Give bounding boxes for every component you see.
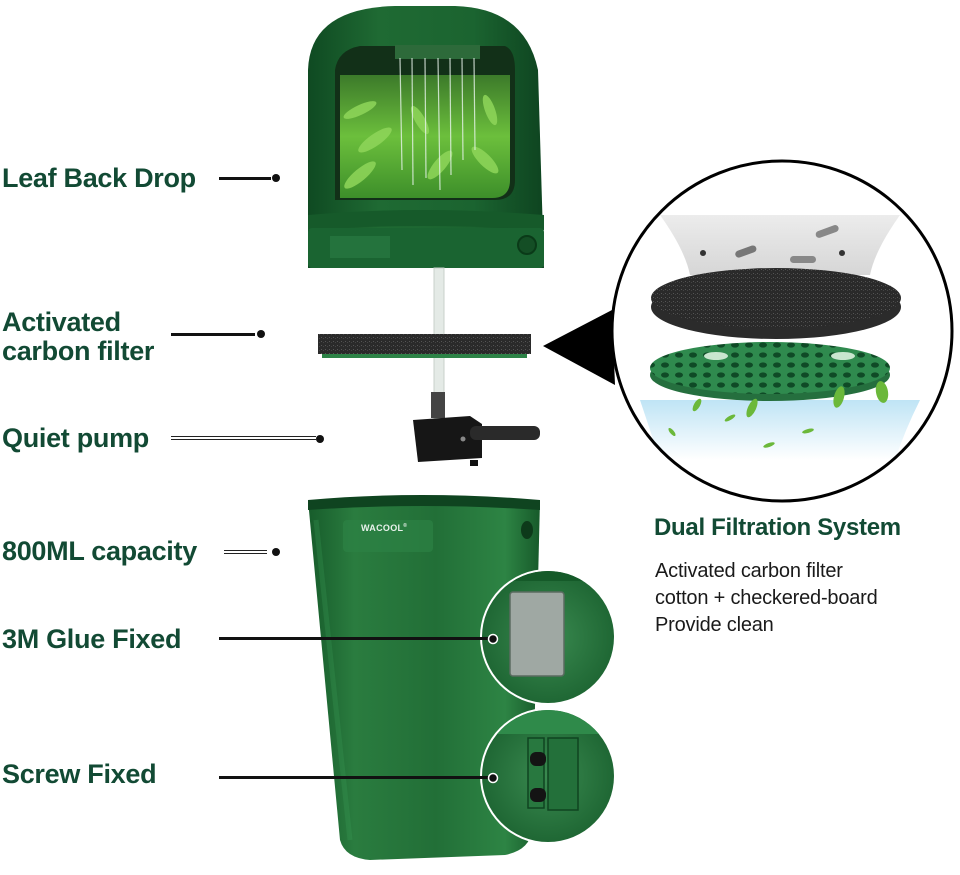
filter-magnifier: [610, 159, 954, 503]
screw-detail-magnifier: [480, 708, 616, 844]
glue-detail-magnifier: [480, 569, 616, 705]
leader-line-capacity: [224, 550, 267, 554]
label-line-2: carbon filter: [2, 336, 155, 366]
leaf-backdrop-unit: [308, 6, 544, 268]
callout-pointer: [543, 310, 615, 385]
carbon-filter-disc: [318, 334, 531, 358]
label-line-1: Activated: [2, 307, 121, 337]
label-3m-glue-fixed: 3M Glue Fixed: [2, 624, 182, 654]
label-activated-carbon-filter: Activated carbon filter: [2, 308, 154, 366]
pump-body: [413, 392, 540, 466]
leader-line-screw: [219, 776, 490, 779]
brand-name: WACOOL: [361, 523, 404, 533]
label-leaf-back-drop: Leaf Back Drop: [2, 163, 196, 193]
leader-dot-leaf-back-drop: [272, 174, 280, 182]
callout-line-3: Provide clean: [655, 614, 774, 636]
label-800ml-capacity: 800ML capacity: [2, 536, 197, 566]
callout-title: Dual Filtration System: [654, 514, 901, 541]
leader-line-glue: [219, 637, 490, 640]
leader-line-carbon-filter: [171, 333, 255, 336]
callout-line-2: cotton + checkered-board: [655, 587, 878, 609]
label-screw-fixed: Screw Fixed: [2, 759, 157, 789]
leader-dot-screw: [487, 772, 499, 784]
leader-dot-quiet-pump: [316, 435, 324, 443]
leader-line-leaf-back-drop: [219, 177, 271, 180]
leader-dot-capacity: [272, 548, 280, 556]
leader-dot-carbon-filter: [257, 330, 265, 338]
leader-line-quiet-pump: [171, 436, 316, 440]
callout-line-1: Activated carbon filter: [655, 560, 843, 582]
label-quiet-pump: Quiet pump: [2, 423, 149, 453]
leader-dot-glue: [487, 633, 499, 645]
brand-logo: WACOOL®: [361, 523, 407, 533]
registered-mark: ®: [403, 523, 408, 529]
